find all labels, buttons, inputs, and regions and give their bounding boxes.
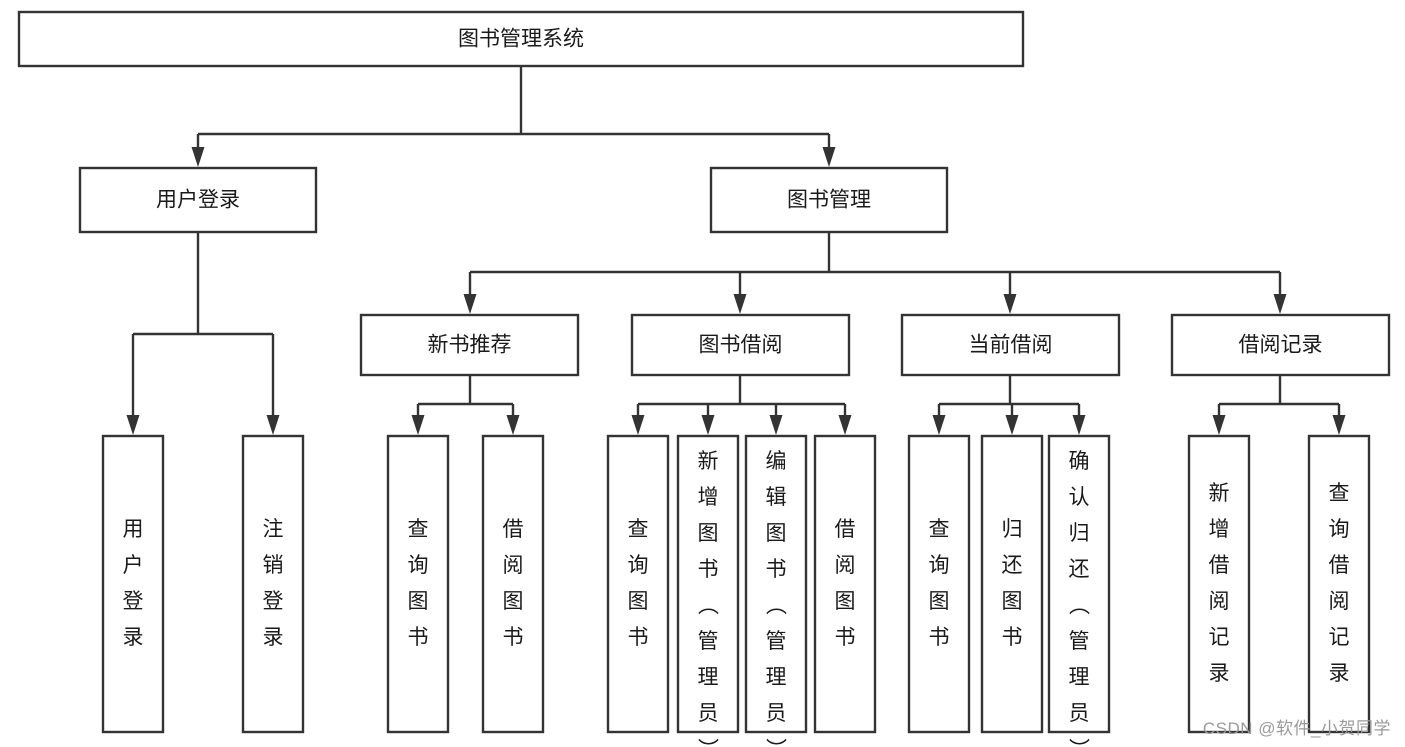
node-l2-recommend[interactable]: 新书推荐 (359, 313, 580, 377)
node-label: 确认归还（管理员） (1069, 450, 1091, 747)
node-leaf-cur-confirm[interactable]: 确认归还（管理员） (1047, 434, 1111, 747)
arrow-head-icon (769, 415, 783, 435)
node-box[interactable] (1047, 434, 1111, 734)
node-label: 用户登录 (156, 189, 240, 212)
node-leaf-rcd-query[interactable]: 查询借阅记录 (1307, 434, 1371, 734)
node-leaf-cur-query[interactable]: 查询图书 (907, 434, 971, 734)
node-label: 新增借阅记录 (1209, 482, 1230, 685)
arrow-head-icon (838, 415, 852, 435)
arrow-head-icon (1332, 415, 1346, 435)
arrow-head-icon (631, 415, 645, 435)
node-label: 注销登录 (263, 518, 284, 649)
node-box[interactable] (980, 434, 1044, 734)
node-box[interactable] (1307, 434, 1371, 734)
node-label: 查询图书 (408, 518, 429, 649)
node-label: 新书推荐 (428, 334, 512, 357)
arrow-head-icon (266, 415, 280, 435)
node-leaf-user-logout[interactable]: 注销登录 (241, 434, 305, 734)
node-leaf-cur-return[interactable]: 归还图书 (980, 434, 1044, 734)
node-box[interactable] (386, 434, 450, 734)
node-label: 查询图书 (929, 518, 950, 649)
node-box[interactable] (900, 313, 1121, 377)
connector-group-borrow-record-children (1212, 375, 1346, 435)
node-box[interactable] (481, 434, 545, 734)
node-box[interactable] (241, 434, 305, 734)
node-leaf-rec-borrow[interactable]: 借阅图书 (481, 434, 545, 734)
connector-group-new-book-children (411, 375, 520, 435)
arrow-head-icon (1072, 415, 1086, 435)
arrow-head-icon (822, 147, 836, 167)
node-leaf-bor-lend[interactable]: 借阅图书 (813, 434, 877, 734)
node-box[interactable] (709, 166, 949, 234)
connector-group-book-management-children (463, 232, 1287, 314)
node-l2-borrow[interactable]: 图书借阅 (630, 313, 851, 377)
arrow-head-icon (1005, 415, 1019, 435)
node-box[interactable] (78, 166, 318, 234)
node-label: 新增图书（管理员） (698, 450, 720, 747)
node-box[interactable] (676, 434, 740, 734)
node-box[interactable] (1170, 313, 1391, 377)
node-l1-book[interactable]: 图书管理 (709, 166, 949, 234)
node-box[interactable] (907, 434, 971, 734)
connector-group-user-login-children (126, 232, 280, 435)
arrow-head-icon (411, 415, 425, 435)
node-leaf-rcd-add[interactable]: 新增借阅记录 (1187, 434, 1251, 734)
connector-group-root-children (191, 66, 836, 167)
nodes-layer: 图书管理系统用户登录图书管理新书推荐图书借阅当前借阅借阅记录用户登录注销登录查询… (17, 10, 1391, 747)
node-label: 归还图书 (1002, 518, 1023, 649)
node-leaf-user-login[interactable]: 用户登录 (101, 434, 165, 734)
node-box[interactable] (17, 10, 1025, 68)
node-root[interactable]: 图书管理系统 (17, 10, 1025, 68)
node-box[interactable] (744, 434, 808, 734)
connectors-layer (126, 66, 1346, 435)
node-label: 查询借阅记录 (1329, 482, 1350, 685)
node-l1-user[interactable]: 用户登录 (78, 166, 318, 234)
node-label: 借阅图书 (835, 518, 856, 649)
node-box[interactable] (101, 434, 165, 734)
arrow-head-icon (126, 415, 140, 435)
node-box[interactable] (359, 313, 580, 377)
node-box[interactable] (630, 313, 851, 377)
node-l2-record[interactable]: 借阅记录 (1170, 313, 1391, 377)
arrow-head-icon (1212, 415, 1226, 435)
node-leaf-rec-query[interactable]: 查询图书 (386, 434, 450, 734)
node-label: 借阅图书 (503, 518, 524, 649)
node-label: 当前借阅 (969, 334, 1053, 357)
node-box[interactable] (1187, 434, 1251, 734)
arrow-head-icon (1273, 294, 1287, 314)
arrow-head-icon (733, 294, 747, 314)
node-label: 用户登录 (123, 518, 144, 649)
connector-group-current-borrow-children (932, 375, 1086, 435)
node-l2-current[interactable]: 当前借阅 (900, 313, 1121, 377)
node-leaf-bor-edit[interactable]: 编辑图书（管理员） (744, 434, 808, 747)
connector-group-book-borrow-children (631, 375, 852, 435)
node-label: 查询图书 (628, 518, 649, 649)
node-label: 图书管理 (787, 189, 871, 212)
arrow-head-icon (701, 415, 715, 435)
node-leaf-bor-add[interactable]: 新增图书（管理员） (676, 434, 740, 747)
node-box[interactable] (606, 434, 670, 734)
node-box[interactable] (813, 434, 877, 734)
arrow-head-icon (463, 294, 477, 314)
arrow-head-icon (506, 415, 520, 435)
arrow-head-icon (932, 415, 946, 435)
node-leaf-bor-query[interactable]: 查询图书 (606, 434, 670, 734)
arrow-head-icon (1003, 294, 1017, 314)
node-label: 图书管理系统 (458, 28, 584, 51)
node-label: 图书借阅 (699, 334, 783, 357)
node-label: 编辑图书（管理员） (766, 450, 788, 747)
node-label: 借阅记录 (1239, 334, 1323, 357)
arrow-head-icon (191, 147, 205, 167)
